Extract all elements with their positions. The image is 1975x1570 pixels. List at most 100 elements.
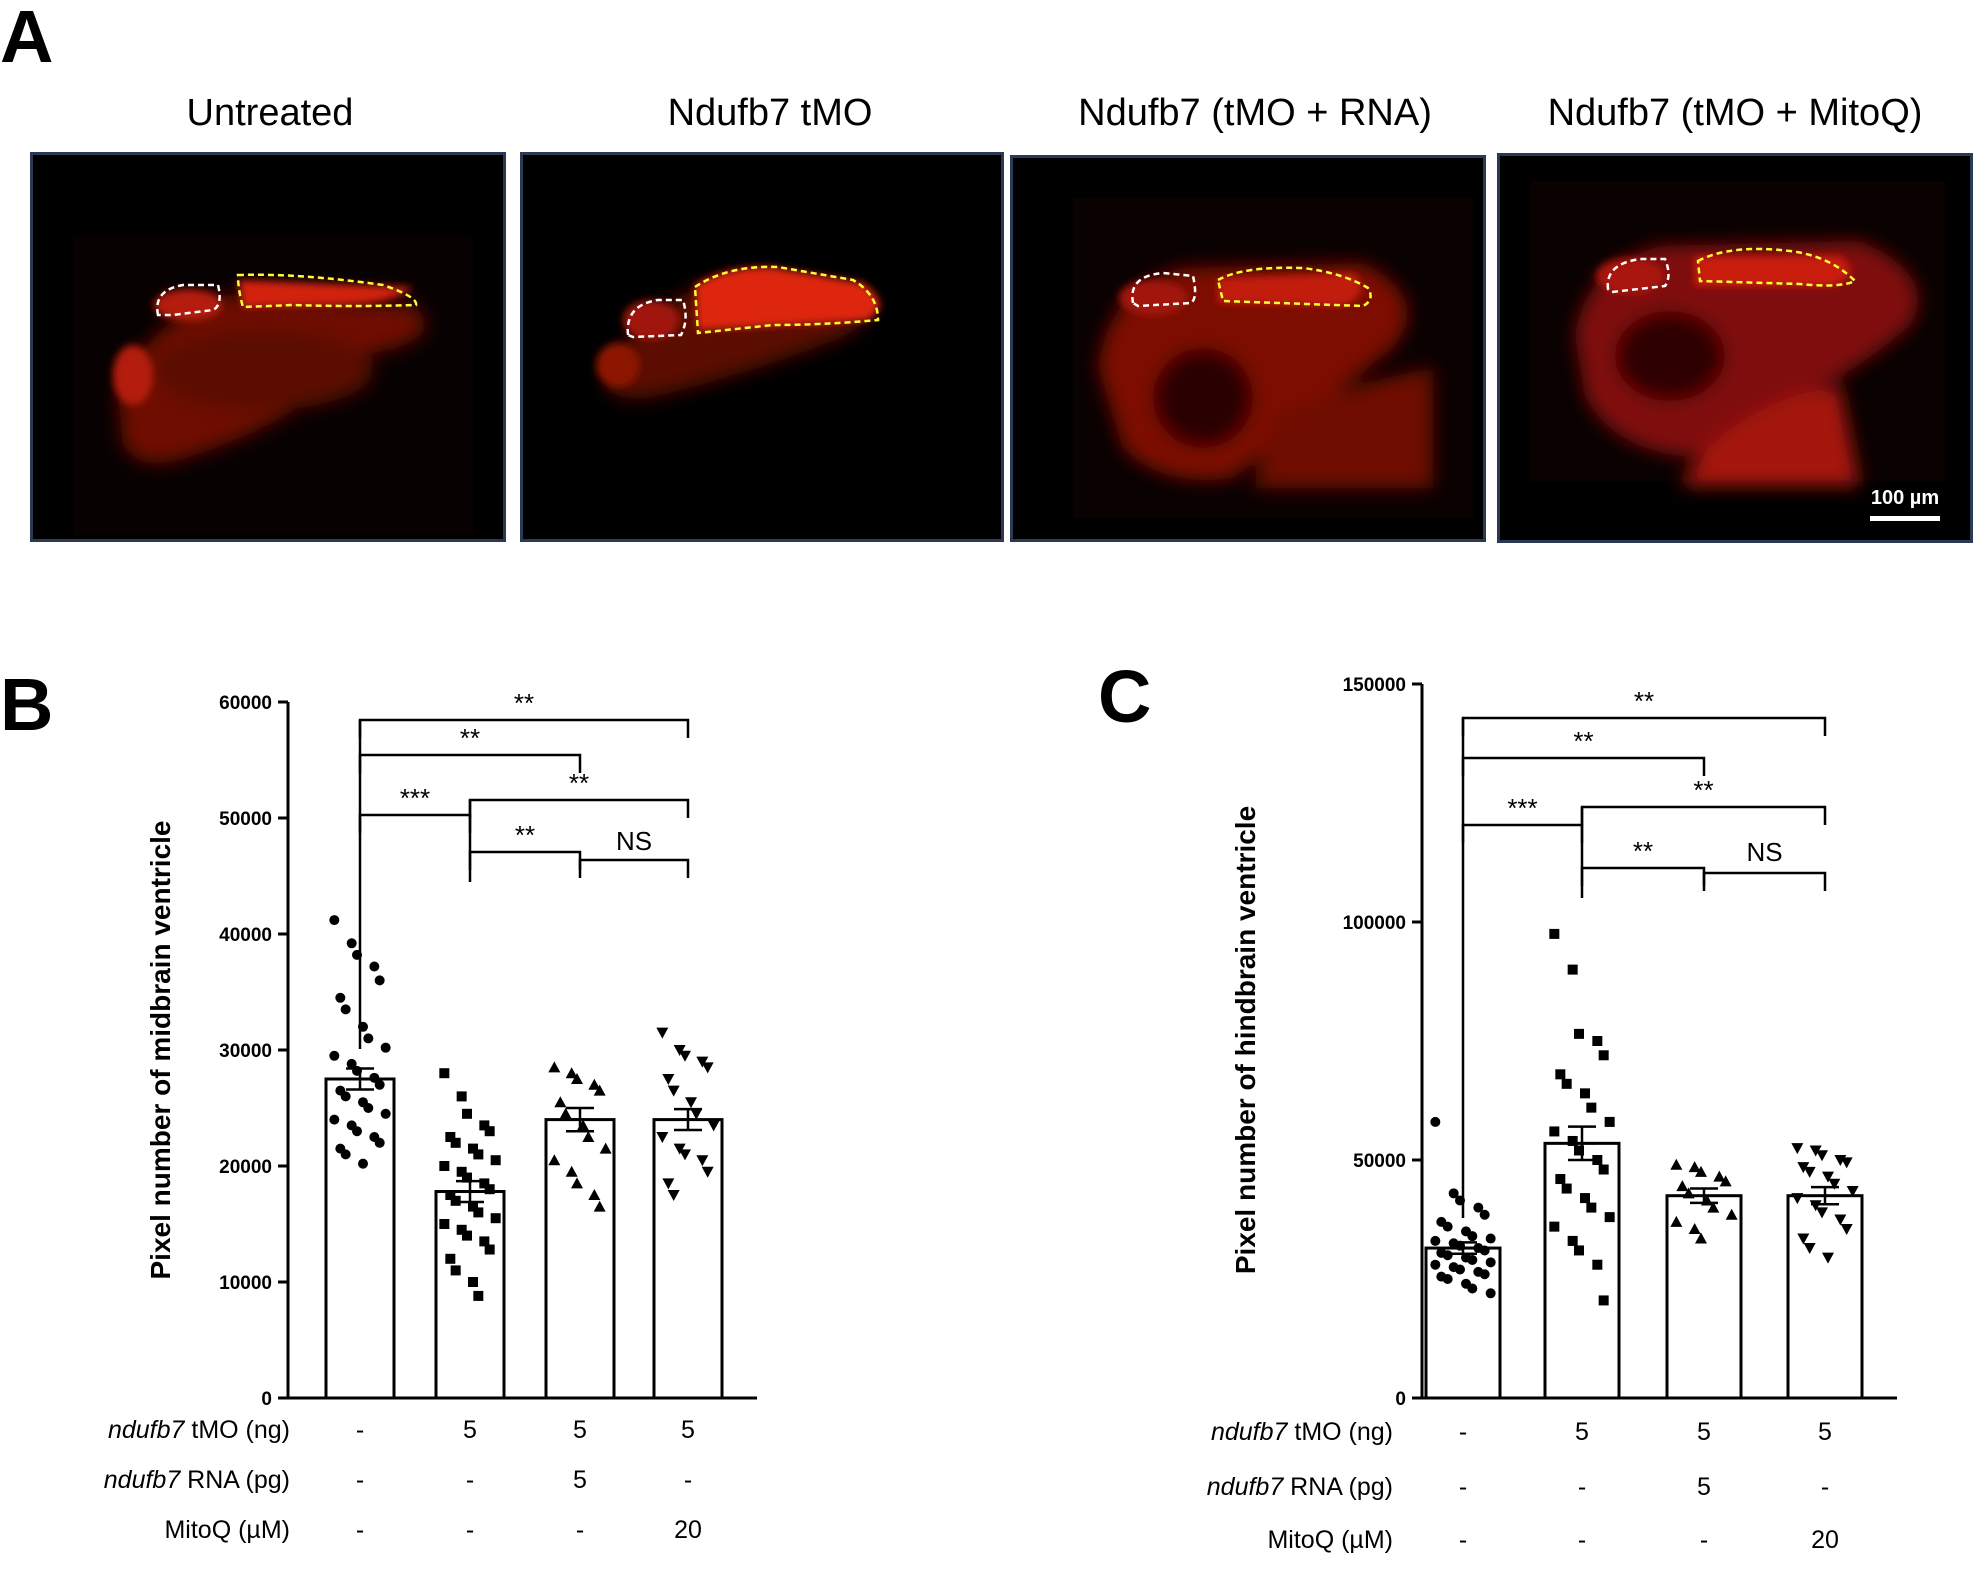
data-point — [1828, 1178, 1841, 1190]
significance-label: ** — [460, 723, 480, 753]
y-axis-label: Pixel number of midbrain ventricle — [145, 820, 176, 1279]
data-point — [1809, 1145, 1822, 1157]
significance-label: ** — [1633, 836, 1653, 866]
data-point — [656, 1132, 669, 1143]
hindbrain-outline — [236, 273, 418, 309]
data-point — [599, 1142, 612, 1154]
data-point — [1442, 1250, 1453, 1261]
condition-value: - — [466, 1516, 474, 1544]
data-point — [352, 1126, 362, 1137]
data-point — [484, 1184, 495, 1195]
data-point — [1430, 1259, 1441, 1270]
data-point — [1430, 1116, 1441, 1127]
data-point — [468, 1277, 478, 1287]
data-point — [380, 1042, 391, 1053]
image-title-tmo: Ndufb7 tMO — [667, 92, 873, 134]
data-point — [1592, 1259, 1603, 1270]
data-point — [571, 1177, 583, 1189]
scale-bar — [1870, 516, 1940, 521]
data-point — [1713, 1170, 1726, 1182]
data-point — [1448, 1188, 1459, 1199]
midbrain-outline — [1606, 257, 1670, 294]
data-point — [662, 1178, 675, 1190]
data-point — [1816, 1207, 1828, 1219]
data-point — [1567, 964, 1578, 975]
y-tick-label: 150000 — [1343, 675, 1406, 696]
data-point — [554, 1096, 567, 1108]
data-point — [363, 1103, 374, 1113]
data-point — [484, 1126, 495, 1137]
micrograph-untreated — [30, 152, 506, 542]
data-point — [701, 1166, 714, 1178]
data-point — [1549, 1221, 1560, 1232]
condition-value: 5 — [681, 1416, 695, 1444]
significance-label: NS — [1746, 837, 1782, 867]
condition-value: 5 — [1818, 1418, 1832, 1446]
condition-label: ndufb7 tMO (ng) — [108, 1416, 290, 1444]
data-point — [340, 1091, 351, 1102]
significance-label: ** — [514, 688, 534, 718]
data-point — [346, 938, 357, 949]
data-point — [548, 1061, 561, 1073]
hindbrain-outline — [693, 265, 880, 335]
y-tick-label: 50000 — [1353, 1151, 1406, 1172]
data-point — [1676, 1180, 1689, 1192]
data-point — [1479, 1269, 1490, 1280]
bar — [652, 1118, 724, 1400]
condition-value: 5 — [1697, 1418, 1711, 1446]
panel-label-a: A — [0, 0, 54, 78]
data-point — [1809, 1200, 1822, 1212]
data-point — [1725, 1208, 1738, 1220]
data-point — [662, 1074, 675, 1085]
data-point — [667, 1085, 680, 1097]
data-point — [1485, 1257, 1496, 1268]
data-point — [473, 1290, 484, 1301]
condition-value: 5 — [463, 1416, 477, 1444]
data-point — [1670, 1158, 1683, 1170]
data-point — [1670, 1215, 1683, 1227]
y-tick-label: 60000 — [219, 693, 272, 714]
data-point — [685, 1097, 697, 1109]
y-tick-label: 40000 — [219, 925, 272, 946]
data-point — [1803, 1166, 1816, 1178]
condition-label: MitoQ (µM) — [1267, 1526, 1393, 1554]
data-point — [479, 1178, 490, 1189]
data-point — [450, 1265, 461, 1276]
condition-label: ndufb7 RNA (pg) — [104, 1466, 290, 1494]
data-point — [380, 1108, 391, 1119]
significance-bracket — [1461, 716, 1827, 736]
data-point — [456, 1091, 467, 1102]
panel-label-b: B — [0, 663, 54, 746]
data-point — [1580, 1193, 1590, 1204]
data-point — [565, 1165, 578, 1177]
data-point — [369, 961, 380, 972]
data-point — [462, 1230, 472, 1241]
data-point — [1707, 1201, 1720, 1213]
y-tick-label: 50000 — [219, 809, 272, 830]
data-point — [340, 1004, 351, 1015]
data-point — [439, 1161, 450, 1171]
condition-value: - — [356, 1466, 364, 1494]
condition-value: - — [356, 1516, 364, 1544]
data-point — [701, 1062, 714, 1074]
significance-bracket — [358, 718, 690, 738]
data-point — [450, 1195, 461, 1206]
significance-bracket — [578, 858, 690, 878]
data-point — [690, 1108, 703, 1120]
data-point — [479, 1236, 490, 1247]
data-point — [1479, 1209, 1490, 1220]
image-title-tmo-rna: Ndufb7 (tMO + RNA) — [1078, 92, 1432, 134]
data-point — [358, 1158, 368, 1169]
bar — [324, 1077, 396, 1400]
significance-bracket — [1461, 756, 1706, 776]
panel-label-c: C — [1098, 655, 1152, 738]
data-point — [363, 1033, 374, 1044]
data-point — [374, 1137, 385, 1148]
data-point — [1791, 1143, 1804, 1155]
data-point — [329, 915, 340, 926]
data-point — [369, 1072, 380, 1083]
data-point — [1555, 1174, 1566, 1185]
condition-value: 20 — [1811, 1526, 1839, 1554]
y-tick-label: 0 — [261, 1389, 272, 1410]
scale-bar-label: 100 µm — [1871, 487, 1939, 509]
